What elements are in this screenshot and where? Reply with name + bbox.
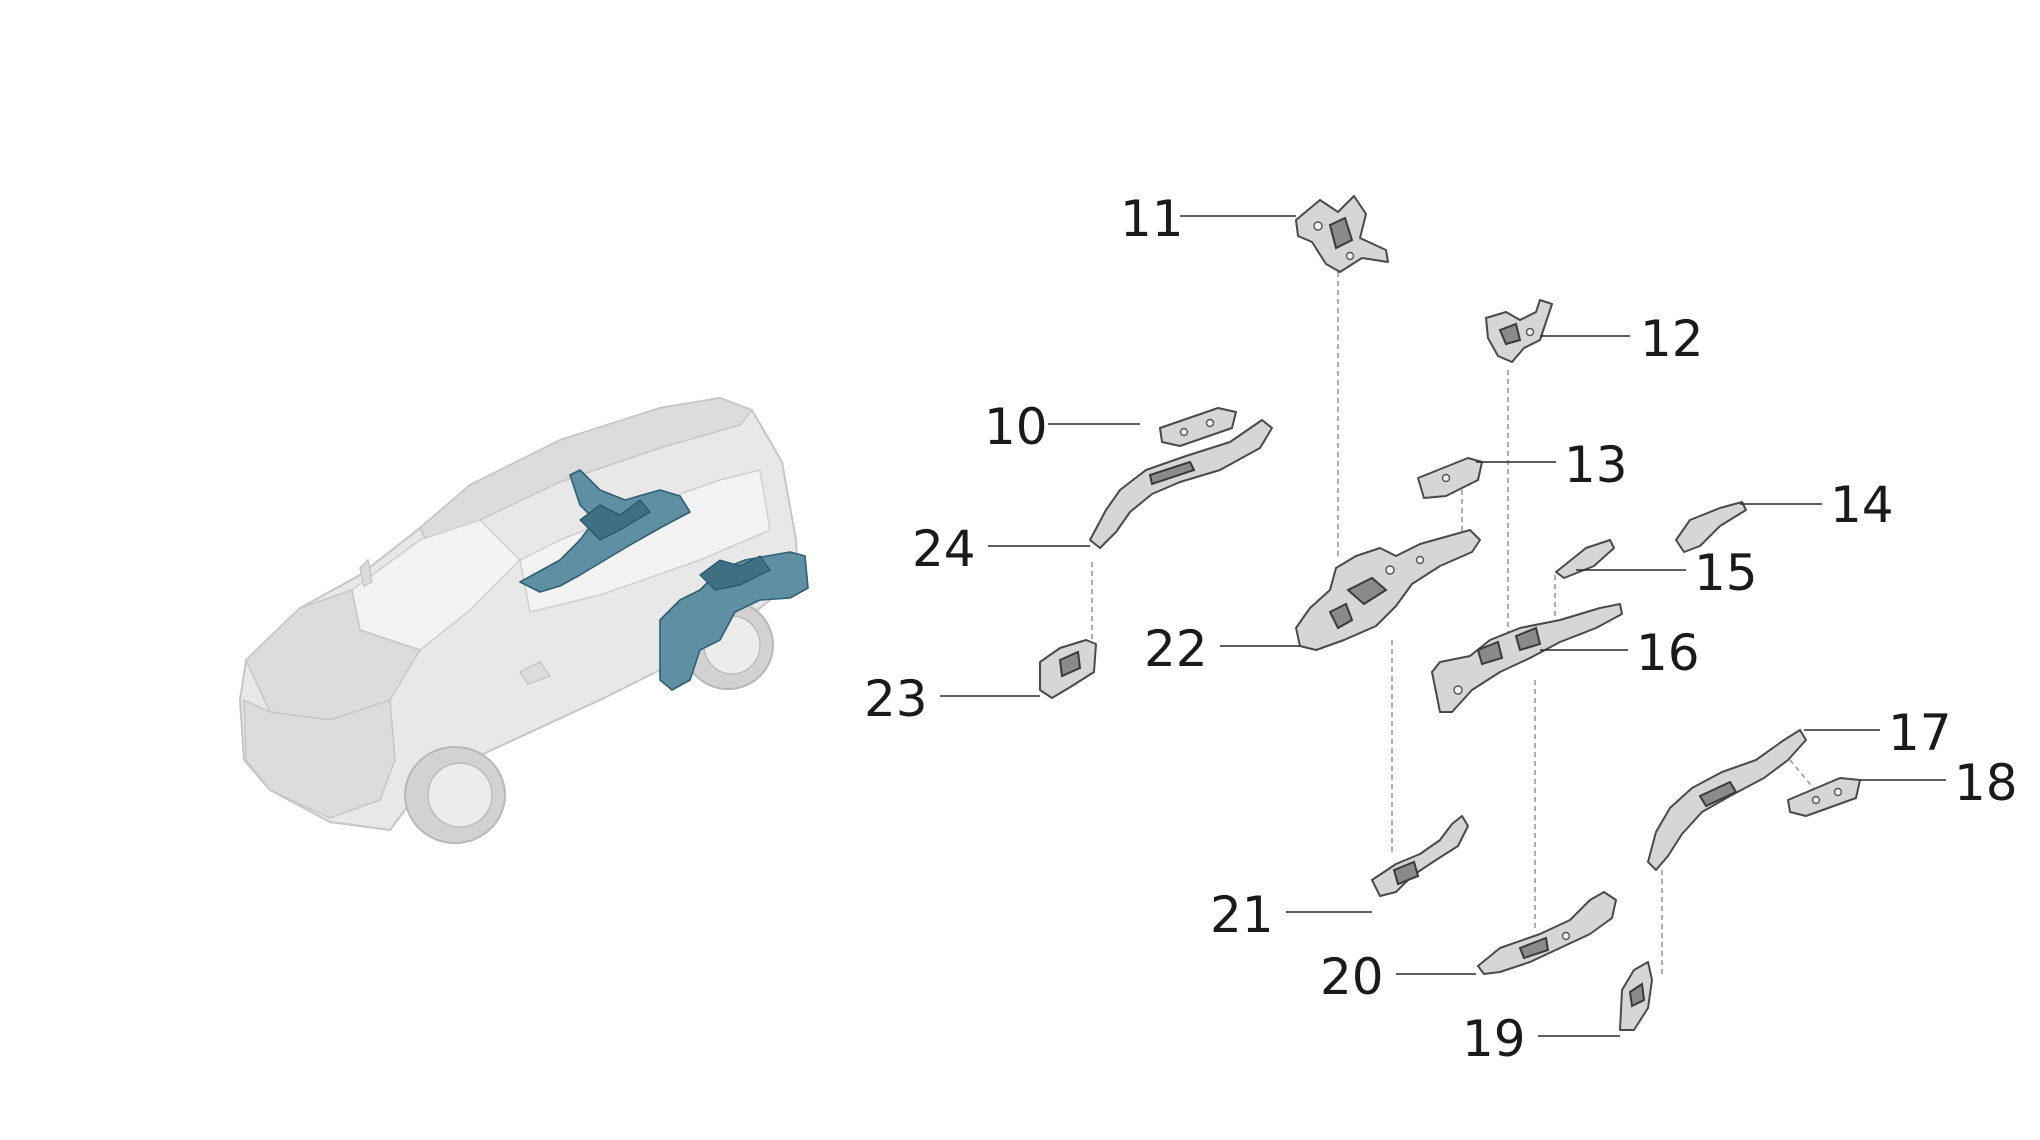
callout-19: 19 [1462, 1010, 1526, 1068]
callout-12: 12 [1640, 310, 1704, 368]
exploded-parts: 10 11 12 13 14 15 16 17 18 19 20 21 22 2… [864, 190, 2018, 1068]
highlighted-center-pillar-detail [579, 499, 651, 541]
callout-13: 13 [1564, 436, 1628, 494]
part-23 [1039, 639, 1097, 699]
part-18 [1787, 777, 1861, 817]
vehicle-front-bumper [243, 698, 396, 819]
part-14 [1675, 501, 1747, 553]
part-12 [1485, 299, 1553, 363]
part-16 [1431, 603, 1623, 713]
side-mirror-far [359, 558, 373, 588]
part-24 [1089, 419, 1273, 549]
part-13 [1417, 457, 1483, 499]
callout-18: 18 [1954, 754, 2018, 812]
vehicle-overview [238, 396, 809, 844]
callout-22: 22 [1144, 620, 1208, 678]
callout-20: 20 [1320, 948, 1384, 1006]
highlighted-rear-wheelhouse-detail [699, 555, 771, 591]
part-10 [1159, 407, 1237, 447]
callout-16: 16 [1636, 624, 1700, 682]
part-22 [1295, 529, 1481, 651]
callout-14: 14 [1830, 476, 1894, 534]
part-19 [1619, 961, 1653, 1031]
callout-10: 10 [984, 398, 1048, 456]
callout-17: 17 [1888, 704, 1952, 762]
part-11 [1295, 195, 1389, 273]
part-20 [1477, 891, 1617, 975]
part-15 [1555, 539, 1615, 579]
callout-15: 15 [1694, 544, 1758, 602]
callout-21: 21 [1210, 886, 1274, 944]
callout-23: 23 [864, 670, 928, 728]
part-17 [1647, 729, 1807, 871]
front-wheel-rim [427, 762, 493, 828]
side-mirror [518, 661, 552, 685]
callout-24: 24 [912, 520, 976, 578]
part-21 [1371, 815, 1469, 897]
callout-11: 11 [1120, 190, 1184, 248]
assembly-line-17-18 [1789, 759, 1816, 791]
